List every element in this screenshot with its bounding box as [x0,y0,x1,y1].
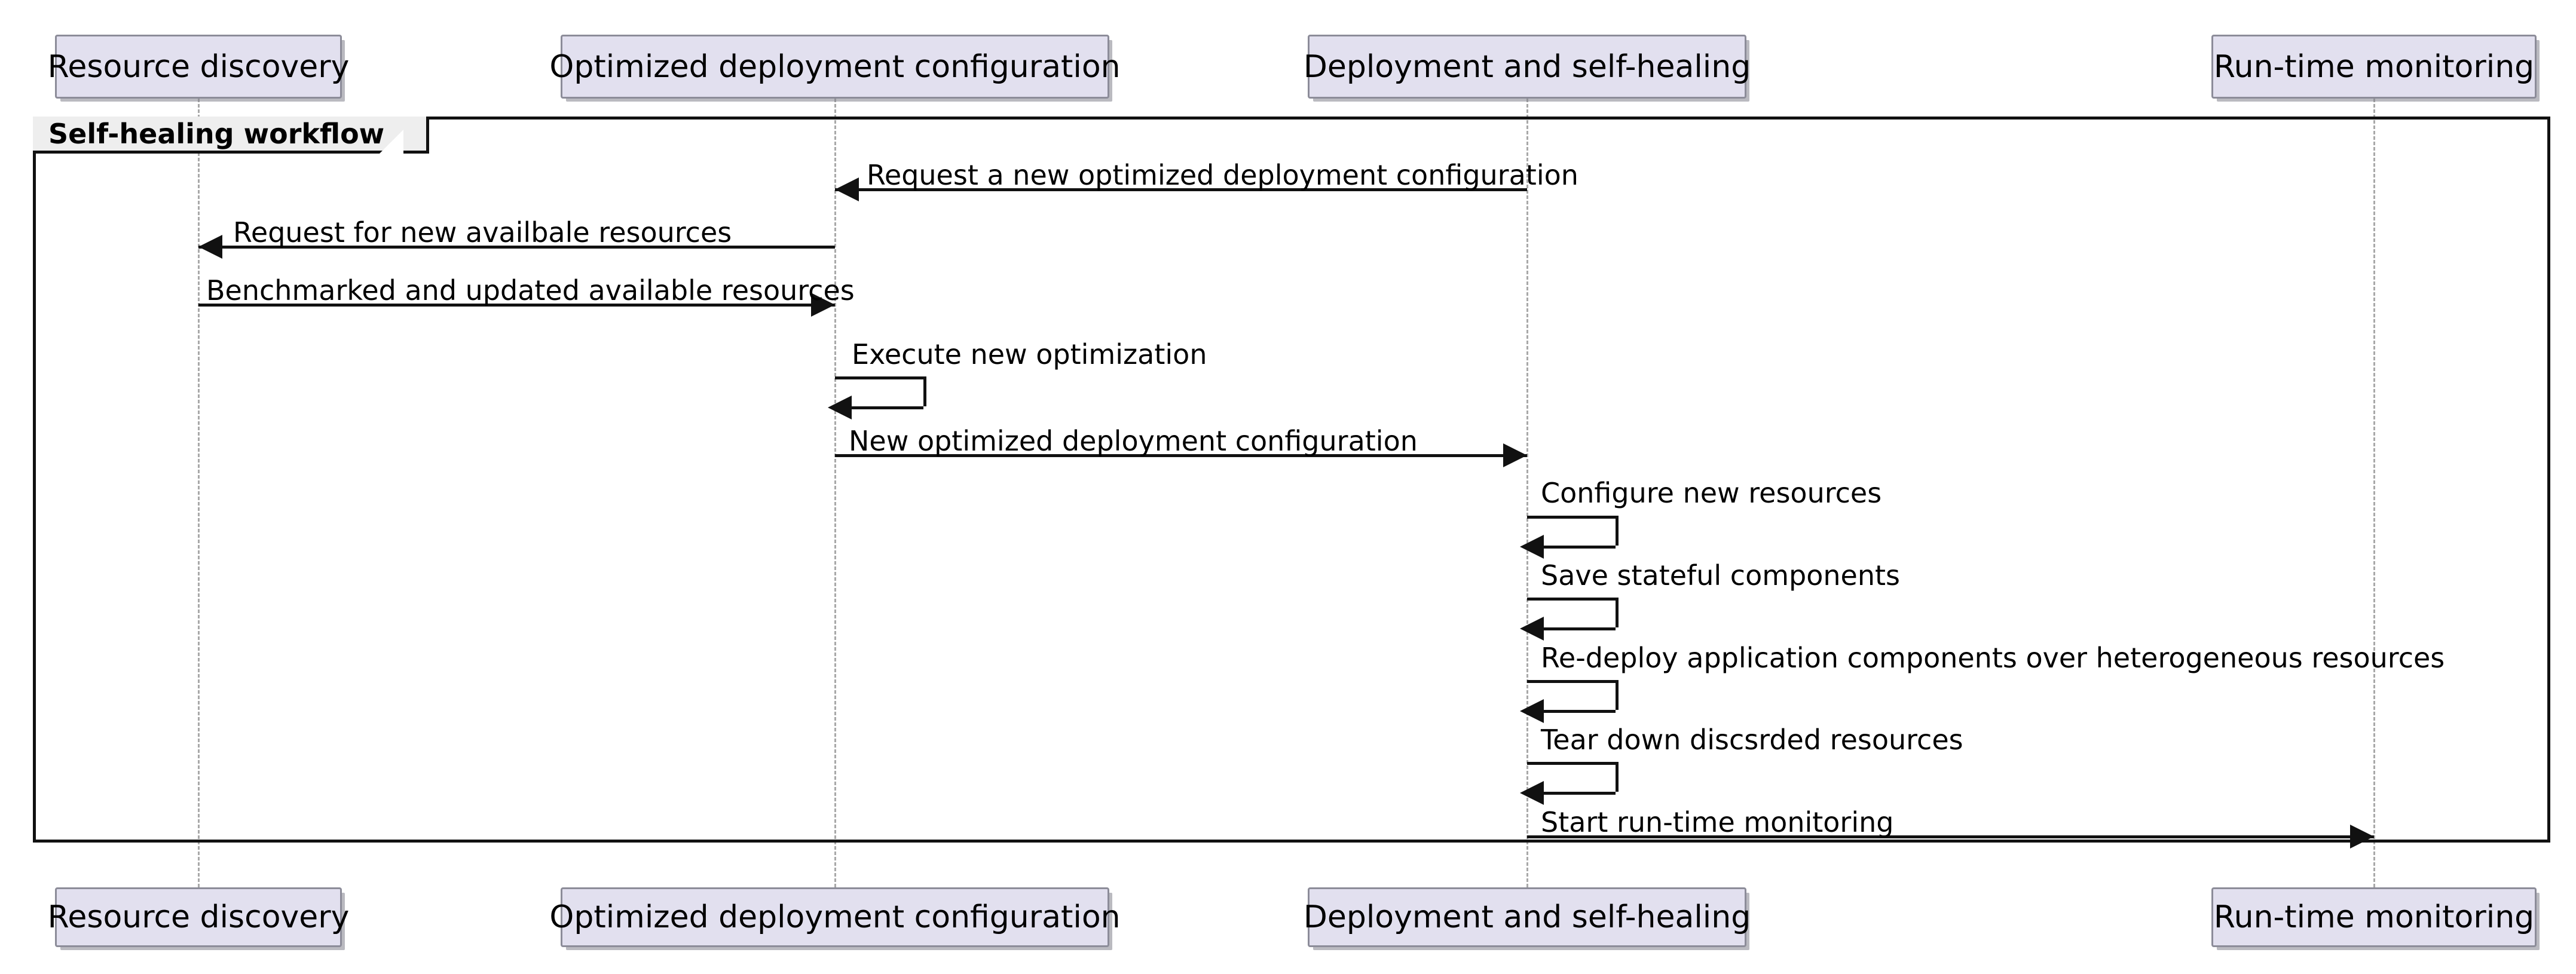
participant-top-3[interactable]: Deployment and self-healing [1304,35,1751,99]
group-label-text: Self-healing workflow [48,117,385,150]
lifeline-4 [2373,99,2375,887]
self-loop-bottom-6 [1527,546,1616,549]
message-label-4: Execute new optimization [852,338,1207,370]
arrowhead-left-6 [1520,535,1544,559]
message-label-6: Configure new resources [1541,477,1882,509]
self-loop-top-8 [1527,680,1616,683]
group-label: Self-healing workflow [33,117,430,154]
participant-bottom-1[interactable]: Resource discovery [48,887,349,947]
participant-top-2[interactable]: Optimized deployment configuration [549,35,1121,99]
participant-label: Run-time monitoring [2213,48,2535,85]
message-line-5 [835,454,1527,457]
participant-label: Run-time monitoring [2213,899,2535,935]
participant-top-4[interactable]: Run-time monitoring [2211,35,2537,99]
group-label-notch-icon [380,130,403,154]
self-loop-side-6 [1616,516,1619,546]
lifeline-3 [1526,99,1528,887]
self-loop-top-6 [1527,516,1616,519]
lifeline-2 [834,99,836,887]
message-label-1: Request a new optimized deployment confi… [867,159,1578,191]
participant-label: Optimized deployment configuration [549,899,1121,935]
message-label-10: Start run-time monitoring [1541,806,1894,838]
arrowhead-left-9 [1520,781,1544,805]
self-loop-bottom-8 [1527,710,1616,713]
message-line-3 [198,304,835,307]
message-label-2: Request for new availbale resources [233,216,732,249]
self-loop-top-7 [1527,598,1616,601]
participant-bottom-2[interactable]: Optimized deployment configuration [549,887,1121,947]
message-line-10 [1527,835,2374,838]
participant-bottom-4[interactable]: Run-time monitoring [2211,887,2537,947]
participant-label: Optimized deployment configuration [549,48,1121,85]
self-loop-top-4 [835,376,923,379]
participant-label: Deployment and self-healing [1303,899,1751,935]
participant-bottom-3[interactable]: Deployment and self-healing [1304,887,1751,947]
self-loop-side-9 [1616,762,1619,792]
self-loop-top-9 [1527,762,1616,765]
message-line-1 [835,188,1527,191]
participant-label: Deployment and self-healing [1303,48,1751,85]
message-label-7: Save stateful components [1541,559,1901,592]
participant-label: Resource discovery [47,48,350,85]
group-frame-self-healing-workflow [33,117,2550,843]
self-loop-bottom-4 [835,406,923,409]
participant-top-1[interactable]: Resource discovery [48,35,349,99]
message-label-5: New optimized deployment configuration [849,425,1418,457]
arrowhead-left-4 [828,396,852,419]
arrowhead-right-10 [2350,825,2374,849]
arrowhead-left-1 [835,177,859,201]
message-label-9: Tear down discsrded resources [1541,724,1963,756]
participant-label: Resource discovery [47,899,350,935]
self-loop-bottom-7 [1527,627,1616,630]
self-loop-side-4 [923,376,926,406]
arrowhead-left-8 [1520,699,1544,723]
arrowhead-left-7 [1520,617,1544,641]
arrowhead-right-3 [811,293,835,317]
message-label-8: Re-deploy application components over he… [1541,642,2445,674]
lifeline-1 [198,99,200,887]
self-loop-side-8 [1616,680,1619,710]
self-loop-side-7 [1616,598,1619,627]
message-label-3: Benchmarked and updated available resour… [206,274,855,307]
self-loop-bottom-9 [1527,792,1616,795]
arrowhead-right-5 [1503,443,1527,467]
message-line-2 [198,246,835,249]
arrowhead-left-2 [198,235,222,259]
